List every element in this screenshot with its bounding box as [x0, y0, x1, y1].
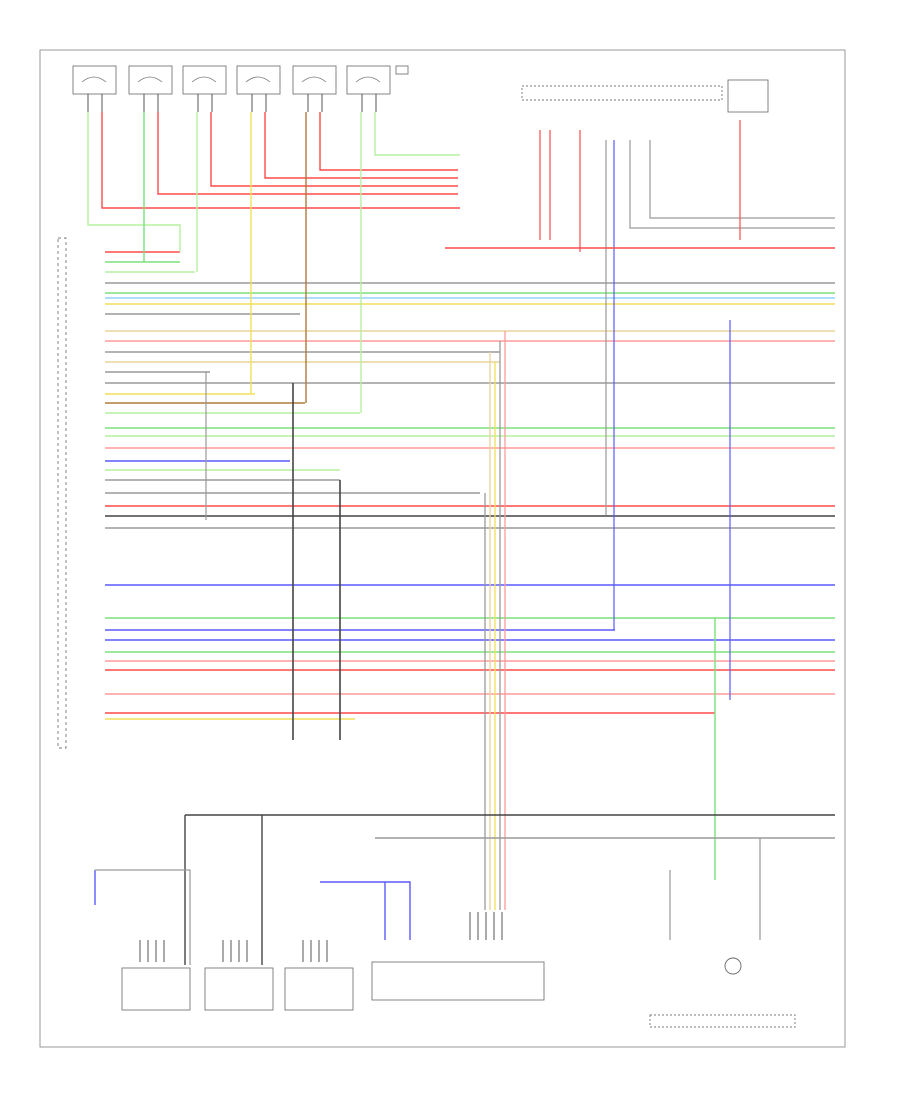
fuel-injector-2 — [128, 65, 173, 95]
injector-wire — [374, 112, 460, 156]
fuel-injector-6 — [346, 65, 391, 95]
injector-wire — [101, 112, 460, 209]
fuse-block — [727, 79, 769, 113]
ignition-coil-1 — [121, 967, 191, 1011]
injector-wire — [210, 112, 458, 187]
relay-wire — [629, 140, 835, 229]
ignition-coil-2 — [204, 967, 274, 1011]
injector-coil-icon — [245, 76, 271, 83]
injector-wire — [319, 112, 458, 171]
relay-wire — [649, 140, 835, 219]
injector-coil-icon — [191, 76, 217, 83]
injector-coil-icon — [81, 76, 107, 83]
main-relay-box — [521, 85, 723, 101]
wire-layer — [87, 112, 835, 965]
injector-wire — [264, 112, 458, 179]
injector-legend-mark — [395, 65, 409, 75]
gauge-icon — [724, 957, 742, 975]
diagram-frame — [39, 49, 846, 1048]
injector-coil-icon — [301, 76, 327, 83]
sensor-wire — [320, 881, 411, 940]
ecu-box — [57, 237, 67, 749]
injector-coil-icon — [137, 76, 163, 83]
transaxle-box — [371, 961, 545, 1001]
fuel-injector-4 — [236, 65, 281, 95]
injector-coil-icon — [355, 76, 381, 83]
injector-wire — [87, 112, 181, 252]
instrument-cluster-box — [649, 1014, 796, 1028]
ignition-coil-3 — [284, 967, 354, 1011]
fuel-injector-1 — [72, 65, 117, 95]
sensor-wire — [95, 869, 191, 965]
fuel-injector-3 — [182, 65, 227, 95]
fuel-injector-5 — [292, 65, 337, 95]
injector-wire — [157, 112, 458, 195]
component-layer — [57, 65, 796, 1028]
